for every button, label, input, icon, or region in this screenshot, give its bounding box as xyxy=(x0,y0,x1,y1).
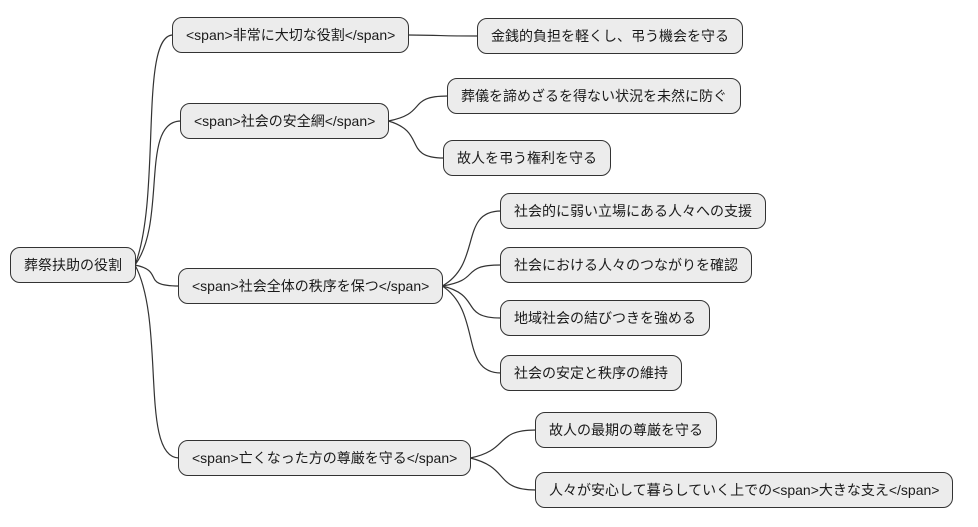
connector-edge xyxy=(388,95,449,122)
connector-edge xyxy=(470,457,537,491)
connector-edge xyxy=(134,34,174,266)
connector-edge xyxy=(134,120,182,266)
connector-edge xyxy=(442,285,502,319)
branch-node: <span>社会の安全網</span> xyxy=(180,103,390,139)
leaf-node: 人々が安心して暮らしていく上での<span>大きな支え</span> xyxy=(535,472,954,508)
connector-edge xyxy=(388,120,445,159)
leaf-node: 故人の最期の尊厳を守る xyxy=(535,412,717,448)
branch-node: <span>亡くなった方の尊厳を守る</span> xyxy=(178,440,472,476)
leaf-node: 地域社会の結びつきを強める xyxy=(500,300,710,336)
connector-edge xyxy=(470,429,537,459)
connector-edge xyxy=(134,264,180,287)
branch-node: <span>非常に大切な役割</span> xyxy=(172,17,410,53)
connector-edge xyxy=(442,210,502,287)
leaf-node: 金銭的負担を軽くし、弔う機会を守る xyxy=(477,18,743,54)
branch-node: <span>社会全体の秩序を保つ</span> xyxy=(178,268,444,304)
leaf-node: 故人を弔う権利を守る xyxy=(443,140,611,176)
leaf-node: 社会の安定と秩序の維持 xyxy=(500,355,682,391)
root-node: 葬祭扶助の役割 xyxy=(10,247,136,283)
leaf-node: 社会における人々のつながりを確認 xyxy=(500,247,752,283)
connector-edge xyxy=(408,34,479,37)
connector-edge xyxy=(134,264,180,459)
connector-edge xyxy=(441,285,502,374)
leaf-node: 葬儀を諦めざるを得ない状況を未然に防ぐ xyxy=(447,78,741,114)
leaf-node: 社会的に弱い立場にある人々への支援 xyxy=(500,193,766,229)
connector-edge xyxy=(442,264,502,287)
